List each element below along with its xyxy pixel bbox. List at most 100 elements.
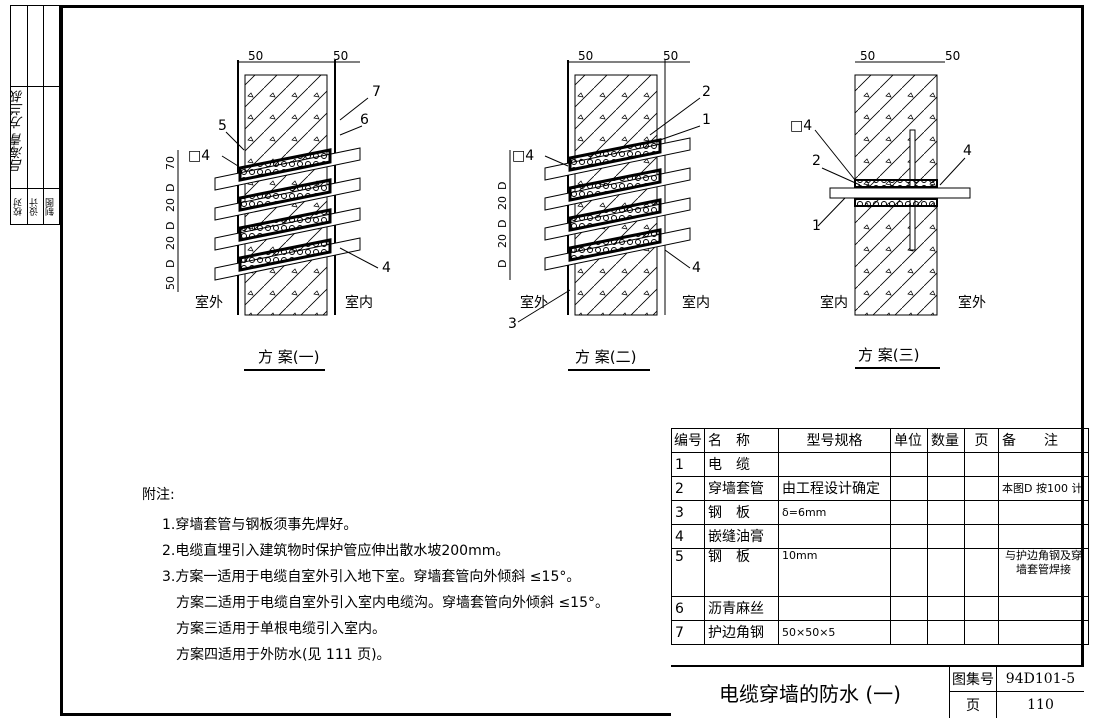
table-cell — [998, 500, 1089, 525]
atlas-label: 图集号 — [949, 667, 996, 692]
table-cell: 4 — [671, 524, 705, 549]
drawing-label: 20 — [164, 198, 177, 212]
table-cell — [964, 476, 999, 501]
table-cell: 穿墙套管 — [704, 476, 779, 501]
drawing-label: D — [164, 184, 177, 192]
table-cell — [778, 524, 891, 549]
drawing-label: 2 — [812, 153, 821, 169]
drawing-label: 50 — [164, 276, 177, 290]
table-cell: 嵌缝油膏 — [704, 524, 779, 549]
drawing-label: 70 — [164, 156, 177, 170]
note-3b: 方案二适用于电缆自室外引入室内电缆沟。穿墙套管向外倾斜 ≤15°。 — [176, 595, 609, 611]
table-cell — [890, 500, 928, 525]
table-cell — [778, 452, 891, 477]
drawing-label: 室外 — [958, 294, 986, 311]
drawing-label: 室内 — [820, 294, 848, 311]
table-cell — [964, 620, 999, 645]
sheet-border — [60, 5, 1084, 716]
table-cell: 与护边角钢及穿墙套管焊接 — [998, 548, 1089, 597]
table-cell — [927, 524, 965, 549]
table-cell — [964, 596, 999, 621]
drawing-label: 4 — [963, 143, 972, 159]
table-cell: 10mm — [778, 548, 891, 597]
drawing-label: 室外 — [195, 294, 223, 311]
table-cell: 钢 板 — [704, 500, 779, 525]
drawing-label: 20 — [496, 196, 509, 210]
drawing-label: 6 — [360, 112, 369, 128]
table-cell: 编号 — [671, 428, 705, 453]
table-cell — [964, 500, 999, 525]
drawing-label: 7 — [372, 84, 381, 100]
table-cell: 护边角钢 — [704, 620, 779, 645]
table-cell — [890, 620, 928, 645]
table-cell — [927, 620, 965, 645]
table-cell: 由工程设计确定 — [778, 476, 891, 501]
notes-heading: 附注: — [142, 487, 175, 503]
scheme-3: 50 50 室内 室外 □4 2 4 1 方 案(三) — [790, 49, 986, 369]
table-cell: 3 — [671, 500, 705, 525]
drawing-label: D — [496, 182, 509, 190]
notes: 附注: 1.穿墙套管与钢板须事先焊好。 2.电缆直埋引入建筑物时保护管应伸出散水… — [142, 482, 609, 668]
drawing-label: 50 — [578, 49, 593, 63]
table-cell: 名 称 — [704, 428, 779, 453]
table-cell — [927, 476, 965, 501]
note-3c: 方案三适用于单根电缆引入室内。 — [176, 621, 386, 637]
drawing-label: 方 案(二) — [575, 348, 636, 366]
scheme-2: 50 50 D 20 D 20 D 室外 室内 2 1 4 3 □4 方 案(二… — [496, 49, 711, 371]
table-cell — [927, 452, 965, 477]
table-cell: δ=6mm — [778, 500, 891, 525]
drawing-label: □4 — [188, 148, 210, 164]
table-cell: 页 — [964, 428, 999, 453]
table-cell — [927, 596, 965, 621]
table-cell — [890, 524, 928, 549]
note-2: 2.电缆直埋引入建筑物时保护管应伸出散水坡200mm。 — [162, 543, 510, 559]
drawing-label: 4 — [692, 260, 701, 276]
note-3d: 方案四适用于外防水(见 111 页)。 — [176, 647, 391, 663]
table-cell: 型号规格 — [778, 428, 891, 453]
drawing-label: 室外 — [520, 294, 548, 311]
drawing-label: 50 — [945, 49, 960, 63]
note-1: 1.穿墙套管与钢板须事先焊好。 — [162, 517, 358, 533]
drawing-label: 5 — [218, 118, 227, 134]
table-cell — [998, 524, 1089, 549]
table-cell — [890, 548, 928, 597]
drawing-label: 20 — [496, 234, 509, 248]
table-cell: 数量 — [927, 428, 965, 453]
table-cell: 2 — [671, 476, 705, 501]
drawing-label: D — [164, 260, 177, 268]
drawing-label: 20 — [164, 236, 177, 250]
drawing-title: 电缆穿墙的防水 (一) — [719, 682, 901, 706]
table-cell: 备 注 — [998, 428, 1089, 453]
table-cell: 沥青麻丝 — [704, 596, 779, 621]
table-cell — [998, 620, 1089, 645]
table-cell: 1 — [671, 452, 705, 477]
page-number: 110 — [996, 692, 1084, 718]
table-header: 编号 名 称 型号规格 单位 数量 页 备 注 — [671, 428, 1089, 453]
signature-strip: 吕海青 方兰叔 校对 设计 制图 — [10, 5, 60, 225]
scheme-1: 50 50 70 D 20 D 20 D 50 室外 室内 5 7 6 4 □4… — [164, 49, 391, 371]
drawing-label: □4 — [790, 118, 812, 134]
table-cell — [890, 452, 928, 477]
drawing-label: 室内 — [345, 294, 373, 311]
table-cell — [998, 452, 1089, 477]
atlas-number: 94D101-5 — [996, 667, 1084, 692]
title-block: 电缆穿墙的防水 (一) 图集号 94D101-5 页 110 — [671, 665, 1084, 718]
table-cell — [964, 524, 999, 549]
table-cell: 5 — [671, 548, 705, 597]
table-cell — [964, 452, 999, 477]
table-cell — [964, 548, 999, 597]
table-cell — [927, 548, 965, 597]
table-cell — [998, 596, 1089, 621]
drawing-label: 50 — [333, 49, 348, 63]
drawing-label: 方 案(一) — [258, 348, 319, 366]
table-cell — [927, 500, 965, 525]
drawing-label: 4 — [382, 260, 391, 276]
drawing-label: 50 — [663, 49, 678, 63]
table-cell — [890, 476, 928, 501]
drawing-label: 50 — [248, 49, 263, 63]
